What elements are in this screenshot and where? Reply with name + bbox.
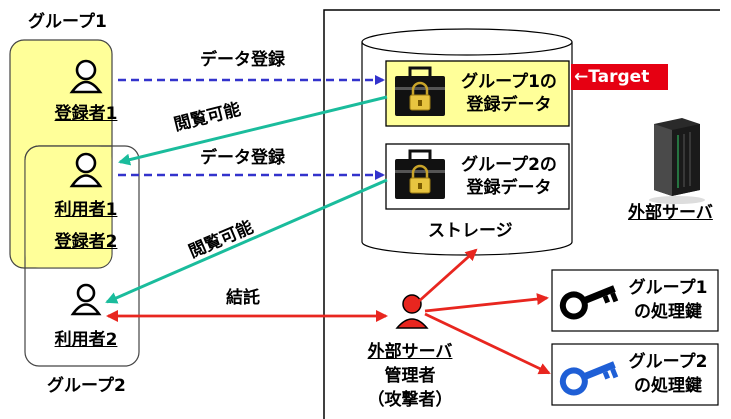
- server-icon: [649, 118, 705, 204]
- registrant2-label: 登録者2: [54, 232, 118, 252]
- registrant1-label: 登録者1: [54, 104, 118, 124]
- collusion-label: 結託: [226, 288, 260, 308]
- lockbox1-icon: [395, 66, 445, 116]
- group1-title: グループ1: [28, 12, 107, 32]
- key2-label: グループ2 の処理鍵: [620, 350, 716, 398]
- admin-line1: 外部サーバ: [367, 342, 453, 362]
- group1-data-label: グループ1の 登録データ: [450, 71, 568, 117]
- system-frame: [323, 9, 720, 419]
- view-arrow-1: [118, 95, 388, 166]
- key1-line1: グループ1: [628, 278, 708, 298]
- group2-data-line2: 登録データ: [466, 178, 552, 198]
- user1-icon: [69, 152, 103, 188]
- view-arrow-2: [105, 178, 388, 304]
- group2-data-label: グループ2の 登録データ: [450, 154, 568, 200]
- key1-line2: の処理鍵: [634, 302, 702, 322]
- lockbox2-icon: [395, 149, 445, 199]
- group2-title: グループ2: [47, 376, 126, 396]
- key2-line2: の処理鍵: [634, 376, 702, 396]
- attack-arrow-key2: [424, 312, 551, 375]
- key1-icon: [559, 285, 619, 320]
- user2-label: 利用者2: [54, 330, 118, 350]
- attack-arrow-storage: [417, 248, 478, 304]
- key2-line1: グループ2: [628, 352, 708, 372]
- group2-data-line1: グループ2の: [461, 155, 557, 175]
- registrant1-icon: [69, 59, 103, 94]
- admin-line2: 管理者: [384, 366, 436, 386]
- user1-label: 利用者1: [54, 200, 118, 220]
- data-register-label-1: データ登録: [200, 50, 285, 70]
- data-register-label-2: データ登録: [200, 148, 285, 168]
- user2-icon: [70, 283, 102, 316]
- external-server-label: 外部サーバ: [628, 203, 713, 223]
- group1-data-line2: 登録データ: [466, 95, 552, 115]
- target-label: ←Target: [574, 67, 650, 87]
- attack-arrow-key1: [424, 293, 549, 313]
- key1-label: グループ1 の処理鍵: [620, 276, 716, 324]
- target-badge-bg: [571, 64, 668, 90]
- key1-box: [551, 269, 719, 332]
- admin-attacker-icon: [395, 294, 429, 329]
- admin-line3: （攻撃者）: [367, 390, 453, 410]
- key2-icon: [559, 361, 619, 396]
- group1-data-line1: グループ1の: [461, 72, 557, 92]
- admin-label: 外部サーバ 管理者 （攻撃者）: [336, 340, 484, 412]
- storage-label: ストレージ: [428, 221, 513, 241]
